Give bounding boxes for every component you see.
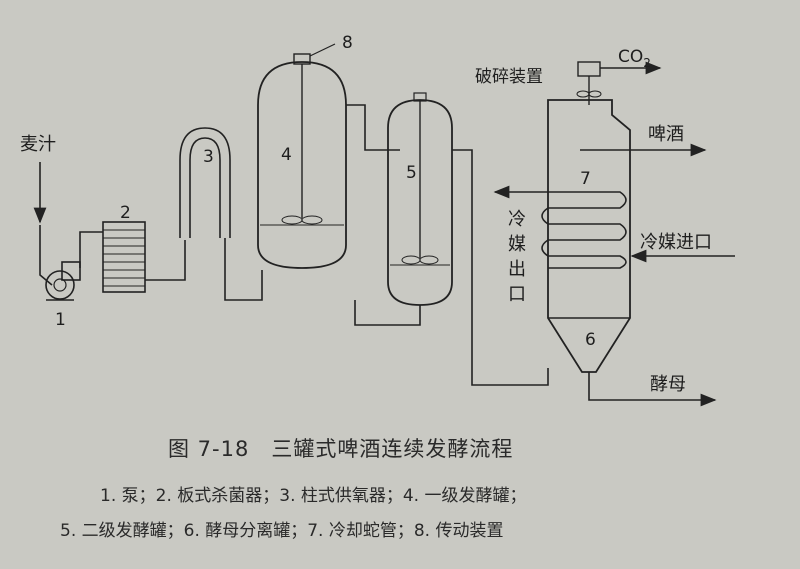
coolant-outlet-label: 冷 媒 出 口 [508,209,526,305]
pump [45,261,81,301]
figure-legend-line-2: 5. 二级发酵罐；6. 酵母分离罐；7. 冷却蛇管；8. 传动装置 [60,521,504,541]
pipe-tank2-bottom [354,300,421,326]
secondary-fermenter [387,99,453,306]
label-coil-number: 7 [580,169,591,189]
pipe-sterilizer-to-oxygenator [145,240,186,281]
pipe-oxygenator-to-tank1 [224,238,263,301]
crusher-device [576,61,602,105]
column-oxygenator [179,127,231,238]
label-secondary-number: 5 [406,163,417,183]
crusher-label: 破碎装置 [475,67,543,87]
yeast-outlet-arrow [588,372,717,407]
wort-pipe [39,225,53,286]
label-drive-number: 8 [342,33,353,53]
drive-device [293,43,336,65]
beer-label: 啤酒 [648,124,684,145]
label-pump-number: 1 [55,310,66,330]
label-oxygenator-number: 3 [203,147,214,167]
svg-text:媒: 媒 [508,234,526,255]
svg-text:出: 出 [508,259,526,280]
cooling-coil [541,191,627,269]
svg-text:口: 口 [508,284,526,305]
co2-label: CO2 [618,47,651,70]
wort-label: 麦汁 [20,134,56,155]
figure-legend-line-1: 1. 泵；2. 板式杀菌器；3. 柱式供氧器；4. 一级发酵罐； [100,486,527,506]
label-separator-number: 6 [585,330,596,350]
pipe-pump-to-sterilizer [79,231,103,268]
yeast-label: 酵母 [650,374,686,395]
label-primary-number: 4 [281,145,292,165]
label-sterilizer-number: 2 [120,203,131,223]
coolant-inlet-label: 冷媒进口 [640,232,712,253]
figure-caption-title: 图 7-18 三罐式啤酒连续发酵流程 [168,437,514,461]
primary-agitator [281,64,323,225]
plate-sterilizer [102,221,146,293]
secondary-agitator [401,101,439,265]
pipe-tank2-to-separator [452,149,549,386]
pipe-tank1-to-tank2 [346,104,400,151]
svg-text:冷: 冷 [508,209,526,230]
